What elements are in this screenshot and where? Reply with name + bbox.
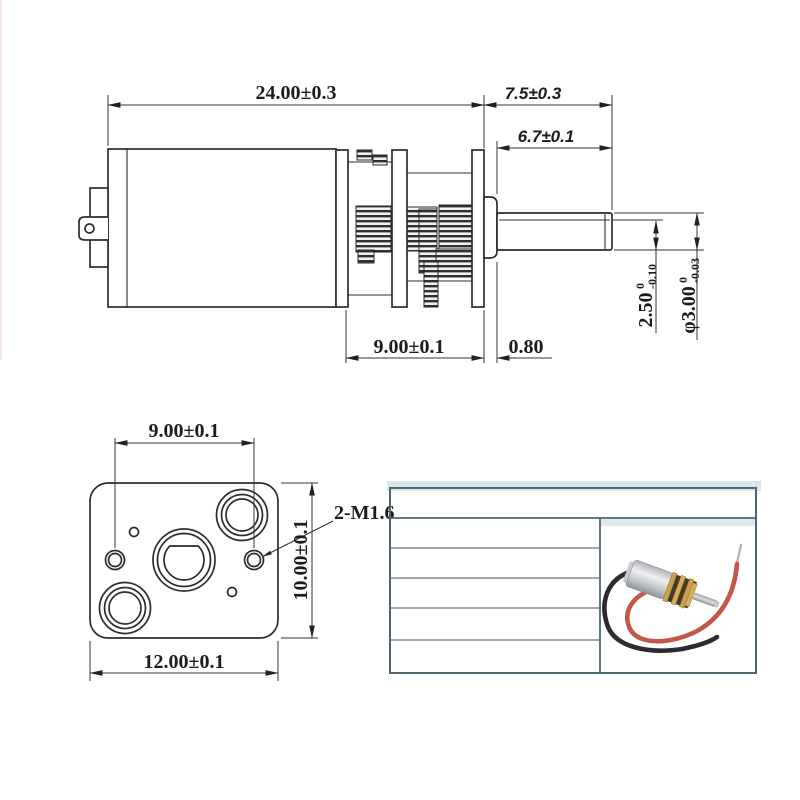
gearbox-plate-rear bbox=[335, 149, 349, 308]
center-shaft-hub bbox=[152, 528, 216, 592]
svg-text:-0.03: -0.03 bbox=[688, 258, 702, 283]
dimension-lines bbox=[107, 102, 700, 361]
pin-dot-bottom bbox=[226, 586, 238, 598]
gearbox-face-plate bbox=[89, 482, 279, 639]
screw-hole-left bbox=[104, 549, 126, 571]
dim-boss-length: 0.80 bbox=[509, 336, 544, 358]
d-shaft-hole bbox=[163, 545, 205, 581]
dim-height: 10.00±0.1 bbox=[290, 520, 312, 601]
dim-shaft-diameter: φ3.00 0 -0.03 bbox=[676, 258, 702, 334]
svg-text:φ3.00: φ3.00 bbox=[678, 286, 700, 333]
gearbox-plate-front bbox=[471, 149, 485, 308]
svg-text:0: 0 bbox=[633, 283, 647, 289]
svg-text:2.50: 2.50 bbox=[635, 293, 657, 328]
idler-hole-top-right bbox=[215, 488, 269, 542]
output-shaft bbox=[496, 212, 613, 251]
bearing-boss bbox=[483, 196, 498, 259]
photo-shaft bbox=[692, 592, 718, 607]
svg-text:-0.10: -0.10 bbox=[645, 264, 659, 289]
dim-total-length: 24.00±0.3 bbox=[256, 82, 337, 104]
front-view: 9.00±0.1 12.00±0.1 10.00±0.1 2-M1.6 bbox=[89, 420, 395, 681]
motor-body bbox=[107, 148, 337, 308]
side-view: 24.00±0.3 7.5±0.3 6.7±0.1 9.00±0.1 0.80 … bbox=[78, 82, 704, 363]
gearbox-plate-mid bbox=[391, 149, 408, 308]
red-wire bbox=[625, 561, 740, 644]
front-view-dimensions bbox=[89, 438, 334, 681]
dim-shaft-flat: 2.50 0 -0.10 bbox=[633, 264, 659, 328]
label-screw-holes: 2-M1.6 bbox=[334, 502, 395, 524]
table-outer-border bbox=[389, 487, 757, 674]
table-row-lines bbox=[391, 547, 599, 641]
photo-motor bbox=[623, 560, 720, 609]
scan-artifact-line bbox=[0, 0, 2, 360]
terminal-hole bbox=[84, 223, 95, 234]
gear-train bbox=[355, 149, 473, 308]
dim-shaft-extension: 7.5±0.3 bbox=[505, 84, 562, 103]
product-photo bbox=[601, 519, 755, 672]
svg-text:10.00±0.1: 10.00±0.1 bbox=[290, 520, 312, 601]
svg-text:0: 0 bbox=[676, 277, 690, 283]
idler-hole-bottom-left bbox=[98, 581, 152, 635]
dim-gearbox-length: 9.00±0.1 bbox=[374, 336, 445, 358]
table-top-tint bbox=[387, 481, 761, 491]
spec-table bbox=[387, 481, 761, 674]
red-wire-stripped-tip bbox=[735, 543, 743, 565]
pin-dot-top bbox=[128, 526, 140, 538]
black-wire bbox=[602, 568, 720, 653]
screw-hole-right bbox=[243, 549, 265, 571]
dim-hole-spacing: 9.00±0.1 bbox=[149, 420, 220, 442]
dim-width: 12.00±0.1 bbox=[144, 651, 225, 673]
dim-shaft-length: 6.7±0.1 bbox=[518, 127, 575, 146]
